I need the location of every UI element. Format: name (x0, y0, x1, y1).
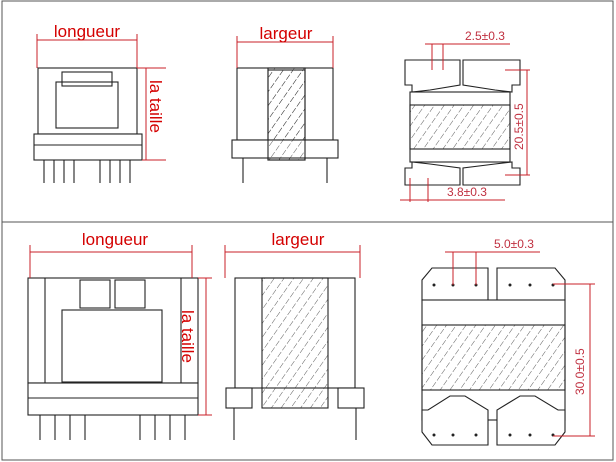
bottom-side-view: largeur (224, 230, 365, 440)
bottom-front-view: longueur la taille (27, 230, 212, 440)
bottom-height-label: la taille (178, 310, 197, 363)
top-height-label: la taille (146, 80, 165, 133)
top-side-view: largeur (231, 24, 339, 183)
bottom-width-label: largeur (272, 230, 325, 249)
bottom-length-label: longueur (82, 230, 149, 249)
top-bottom-view: 2.5±0.3 20.5±0.5 3.8±0.3 (400, 29, 530, 202)
top-width-label: largeur (260, 24, 313, 43)
bottom-pin-pitch-dimension: 5.0±0.3 (494, 237, 534, 251)
bottom-row-spacing-dimension: 30.0±0.5 (573, 348, 587, 395)
bottom-bottom-view: 5.0±0.3 30.0±0.5 (421, 237, 595, 446)
top-front-view: longueur la taille (33, 22, 166, 183)
top-row-spacing-dimension: 20.5±0.5 (512, 103, 526, 150)
top-pin-offset-dimension: 3.8±0.3 (447, 185, 487, 199)
top-length-label: longueur (54, 22, 121, 41)
top-pin-pitch-dimension: 2.5±0.3 (465, 29, 505, 43)
